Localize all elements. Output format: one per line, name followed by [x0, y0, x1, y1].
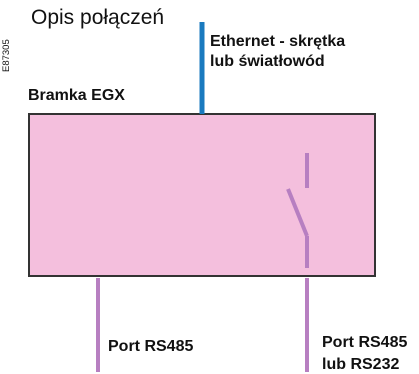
switch-blade	[286, 188, 309, 237]
ethernet-label-line1: Ethernet - skrętka	[210, 33, 346, 50]
gateway-device-box	[28, 113, 376, 277]
port2-label-line1: Port RS485	[322, 334, 408, 351]
ethernet-label-line2: lub światłowód	[210, 53, 325, 70]
diagram-title: Opis połączeń	[31, 6, 165, 29]
device-label: Bramka EGX	[28, 87, 125, 104]
port1-label: Port RS485	[108, 338, 194, 355]
port2-label-line2: lub RS232	[322, 356, 400, 373]
